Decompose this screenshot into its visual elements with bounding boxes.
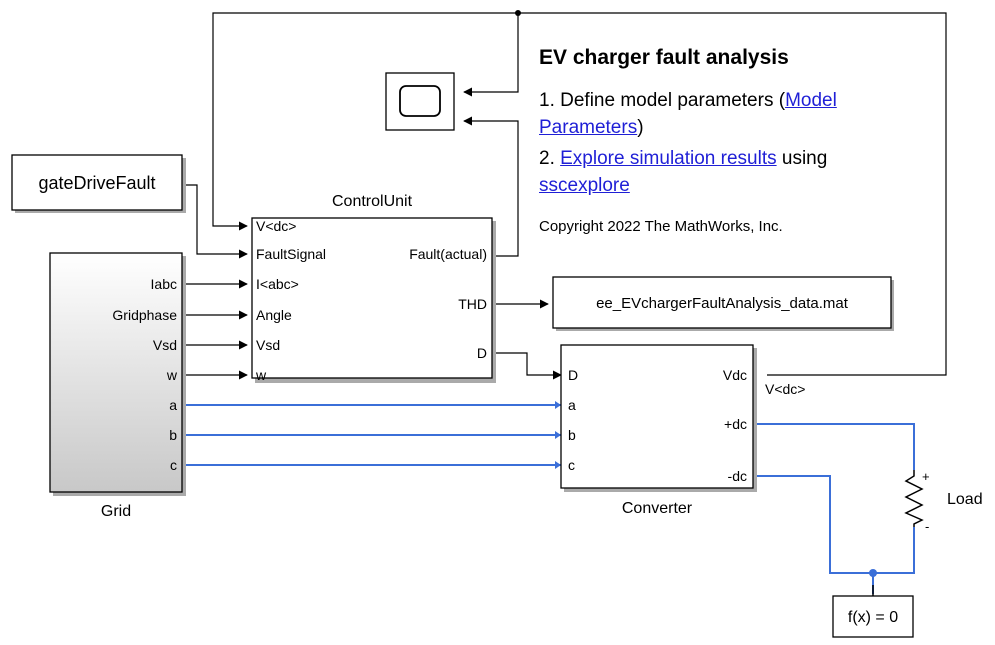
- annotation-line-1: 1. Define model parameters (Model: [539, 89, 837, 113]
- grid-port-c: c: [170, 457, 177, 473]
- d-line[interactable]: [492, 352, 562, 380]
- line2-suffix: using: [776, 148, 828, 169]
- resistor-icon: [904, 470, 924, 527]
- control-unit-block[interactable]: V<dc> FaultSignal I<abc> Angle Vsd w Fau…: [251, 217, 496, 383]
- cu-output-thd: THD: [458, 296, 487, 312]
- minus-dc-line[interactable]: [753, 475, 915, 574]
- line1-suffix: ): [637, 117, 644, 138]
- data-file-label: ee_EVchargerFaultAnalysis_data.mat: [596, 295, 849, 312]
- cu-input-iabc: I<abc>: [256, 276, 299, 292]
- physical-port-markers: [555, 401, 561, 469]
- conv-output-plus-dc: +dc: [724, 416, 747, 432]
- annotation-line-3: sscexplore: [539, 174, 630, 198]
- scope-block[interactable]: [385, 72, 455, 131]
- grid-port-b: b: [169, 427, 177, 443]
- control-unit-title: ControlUnit: [332, 193, 413, 210]
- annotation-line-1b: Parameters): [539, 116, 644, 140]
- cu-output-d: D: [477, 345, 487, 361]
- explore-results-link[interactable]: Explore simulation results: [560, 148, 777, 169]
- physical-lines: [182, 404, 915, 594]
- converter-block[interactable]: D a b c Vdc +dc -dc: [560, 344, 757, 492]
- grid-port-a: a: [169, 397, 177, 413]
- fault-to-scope-line[interactable]: [463, 116, 519, 257]
- annotation-title: EV charger fault analysis: [539, 46, 789, 69]
- signal-lines: [182, 12, 947, 380]
- grid-block[interactable]: Iabc Gridphase Vsd w a b c: [49, 252, 186, 496]
- data-file-block[interactable]: ee_EVchargerFaultAnalysis_data.mat: [552, 276, 894, 331]
- conv-input-c: c: [568, 457, 575, 473]
- converter-title: Converter: [622, 500, 693, 517]
- conv-input-b: b: [568, 427, 576, 443]
- vdc-signal-tag: V<dc>: [765, 381, 805, 397]
- model-parameters-link-part2[interactable]: Parameters: [539, 117, 638, 138]
- gate-drive-fault-block[interactable]: gateDriveFault: [11, 154, 186, 213]
- conv-input-a: a: [568, 397, 576, 413]
- branch-point: [515, 10, 521, 16]
- grid-port-vsd: Vsd: [153, 337, 177, 353]
- cu-input-faultsignal: FaultSignal: [256, 246, 326, 262]
- grid-title: Grid: [101, 503, 131, 520]
- grid-port-gridphase: Gridphase: [112, 307, 177, 323]
- line2-prefix: 2.: [539, 148, 561, 169]
- vdc-feedback-line[interactable]: [212, 12, 947, 376]
- line1-prefix: 1. Define model parameters (: [539, 90, 786, 111]
- grid-port-iabc: Iabc: [151, 276, 177, 292]
- load-minus-label: -: [925, 519, 929, 534]
- cu-output-fault: Fault(actual): [409, 246, 487, 262]
- junction-point: [869, 569, 877, 577]
- solver-config-block[interactable]: f(x) = 0: [832, 585, 914, 638]
- conv-output-minus-dc: -dc: [728, 468, 747, 484]
- vdc-to-scope-line[interactable]: [463, 13, 519, 97]
- annotation-line-2: 2. Explore simulation results using: [539, 147, 827, 171]
- cu-input-angle: Angle: [256, 307, 292, 323]
- copyright-text: Copyright 2022 The MathWorks, Inc.: [539, 218, 783, 235]
- cu-input-vsd: Vsd: [256, 337, 280, 353]
- sscexplore-link[interactable]: sscexplore: [539, 175, 630, 196]
- load-label: Load: [947, 491, 983, 508]
- scope-icon: [399, 85, 441, 117]
- model-parameters-link-part1[interactable]: Model: [785, 90, 837, 111]
- solver-label: f(x) = 0: [848, 609, 898, 626]
- load-plus-label: +: [922, 469, 930, 484]
- conv-input-d: D: [568, 367, 578, 383]
- gate-drive-fault-label: gateDriveFault: [38, 173, 155, 193]
- faultsignal-line[interactable]: [182, 184, 248, 259]
- plus-dc-line[interactable]: [753, 423, 915, 470]
- cu-input-w: w: [255, 367, 267, 383]
- load-block[interactable]: + -: [904, 469, 930, 534]
- conv-output-vdc: Vdc: [723, 367, 747, 383]
- cu-input-vdc: V<dc>: [256, 218, 296, 234]
- grid-port-w: w: [166, 367, 178, 383]
